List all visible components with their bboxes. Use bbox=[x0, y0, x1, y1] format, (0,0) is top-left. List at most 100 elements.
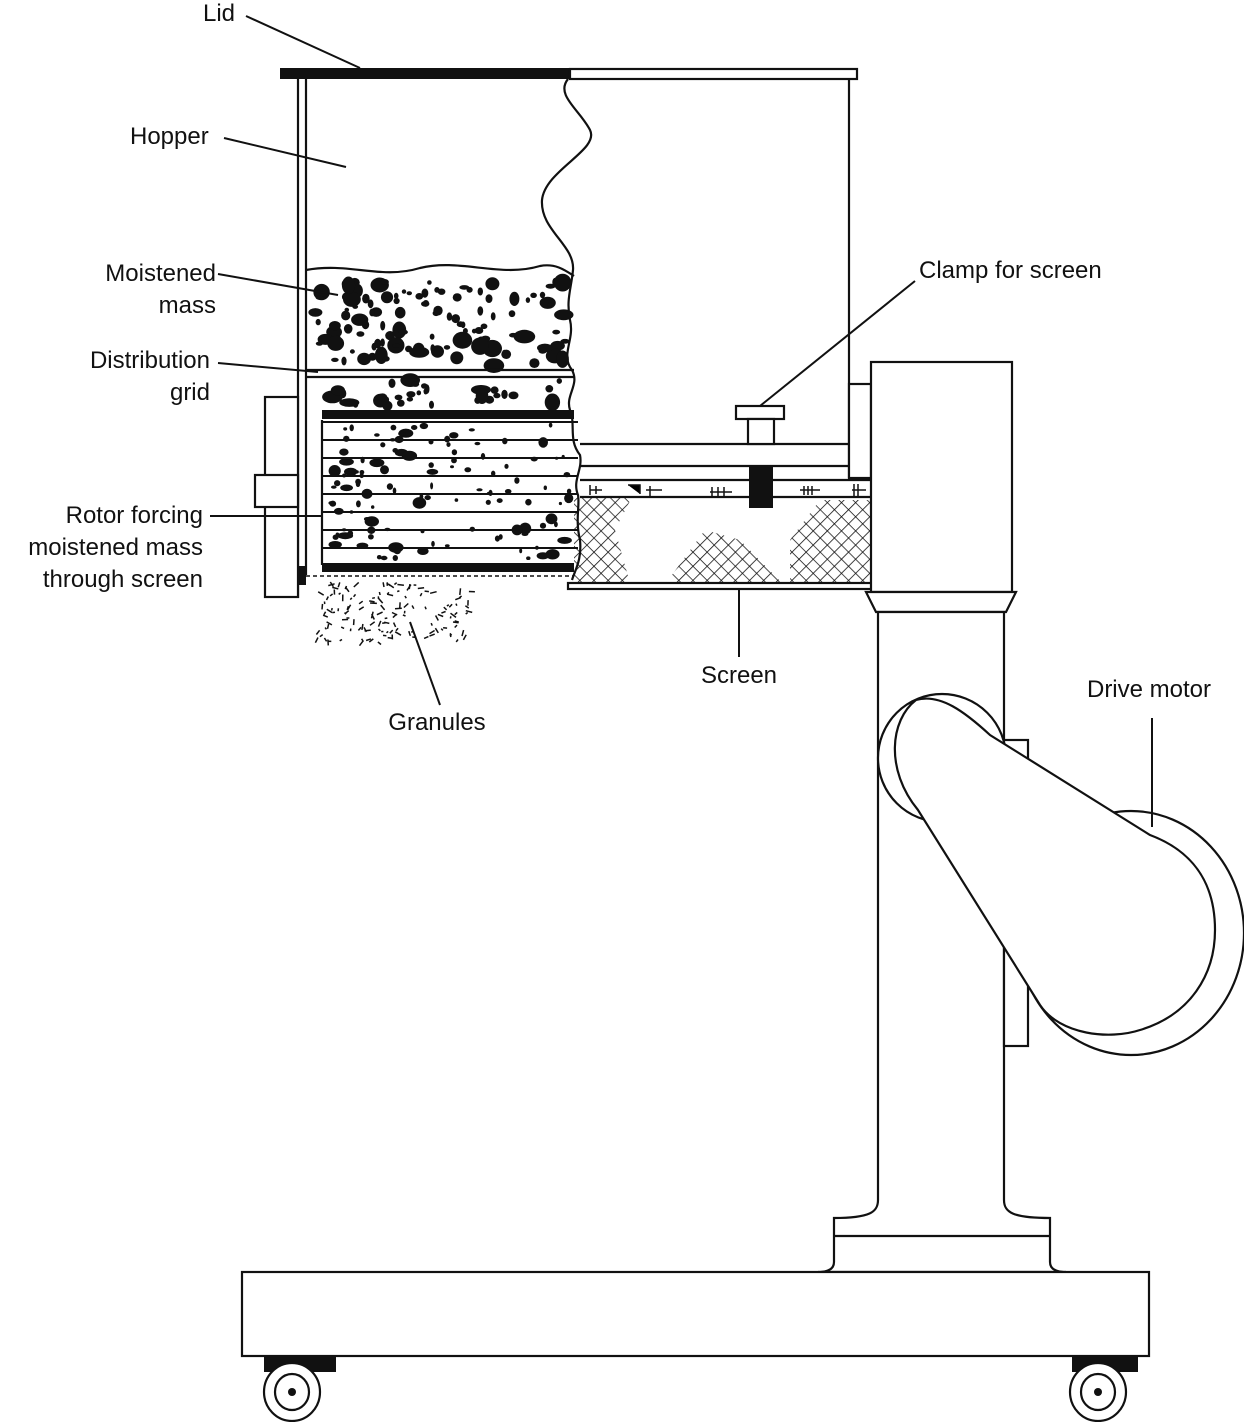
granule bbox=[395, 632, 401, 635]
granule bbox=[379, 629, 381, 631]
rotor-particle bbox=[486, 500, 491, 505]
lid-open-part bbox=[570, 69, 857, 79]
rotor-particle bbox=[340, 485, 353, 492]
granule bbox=[396, 628, 398, 631]
mass-particle bbox=[316, 342, 323, 346]
rotor-particle bbox=[505, 489, 512, 494]
mass-particle bbox=[453, 293, 462, 301]
mass-particle bbox=[389, 379, 396, 388]
rotor-particle bbox=[425, 495, 431, 500]
mass-particle bbox=[316, 296, 325, 300]
mass-particle bbox=[434, 287, 439, 293]
granule bbox=[369, 601, 374, 602]
rotor-particle bbox=[522, 533, 529, 536]
mass-particle bbox=[493, 393, 500, 398]
granule bbox=[453, 622, 459, 623]
granule bbox=[366, 639, 371, 641]
mass-particle bbox=[538, 348, 547, 354]
mass-particle bbox=[447, 312, 452, 320]
label-moistened-mass-1: Moistened bbox=[105, 260, 216, 287]
granule bbox=[441, 612, 445, 614]
rotor-particle bbox=[367, 527, 375, 534]
mass-particle bbox=[554, 274, 572, 292]
granule bbox=[465, 606, 468, 608]
granule bbox=[395, 608, 402, 609]
rotor-particle bbox=[334, 508, 344, 515]
granule bbox=[322, 604, 323, 610]
labels: Lid Hopper Moistened mass Distribution g… bbox=[28, 0, 1211, 736]
mass-particle bbox=[477, 306, 483, 315]
rotor-particle bbox=[469, 428, 475, 431]
mass-particle bbox=[501, 350, 511, 359]
granule bbox=[420, 593, 422, 596]
mass-particle bbox=[471, 338, 489, 355]
rotor-particle bbox=[369, 459, 384, 468]
granule bbox=[385, 618, 388, 619]
mass-particle bbox=[509, 292, 519, 306]
granule bbox=[404, 604, 408, 608]
screen-plate bbox=[568, 583, 877, 589]
granule bbox=[430, 634, 435, 636]
rotor-particle bbox=[429, 462, 434, 468]
mass-particle bbox=[407, 397, 413, 402]
rotor-particle bbox=[384, 528, 390, 531]
granule bbox=[379, 621, 381, 627]
mass-particle bbox=[545, 385, 553, 392]
mass-particle bbox=[415, 293, 423, 300]
rotor-particle bbox=[381, 556, 388, 560]
rotor-particle bbox=[538, 437, 548, 448]
rotor-particle bbox=[380, 442, 385, 447]
rotor-particle bbox=[402, 451, 417, 461]
granule bbox=[436, 616, 439, 621]
granule bbox=[354, 582, 359, 587]
mass-particle bbox=[339, 398, 359, 407]
granule bbox=[383, 582, 384, 587]
mass-particle bbox=[430, 334, 435, 340]
granule bbox=[388, 638, 393, 639]
rotor-particle bbox=[452, 449, 457, 455]
mass-particle bbox=[385, 397, 390, 403]
rotor-particle bbox=[374, 433, 380, 436]
granule bbox=[324, 638, 326, 641]
granule bbox=[330, 594, 333, 596]
rotor-particle bbox=[356, 500, 361, 507]
granule bbox=[370, 622, 375, 626]
rotor-particle bbox=[394, 548, 401, 554]
rotor-particle bbox=[339, 458, 354, 466]
mass-particle bbox=[417, 390, 422, 395]
mass-particle bbox=[485, 277, 499, 290]
granule bbox=[315, 638, 318, 643]
mass-particle bbox=[554, 309, 573, 320]
granule bbox=[450, 616, 451, 618]
rotor-particle bbox=[331, 486, 337, 489]
rotor-particle bbox=[512, 525, 523, 536]
granule bbox=[418, 588, 424, 589]
rotor-particle bbox=[446, 442, 450, 447]
lid-shape bbox=[280, 68, 570, 79]
mass-particle bbox=[381, 291, 393, 303]
mass-particle bbox=[357, 353, 371, 365]
rotor-particle bbox=[390, 545, 396, 550]
granule bbox=[340, 640, 342, 641]
mass-particle bbox=[407, 291, 412, 295]
rotor-particle bbox=[329, 465, 341, 477]
granule bbox=[455, 598, 461, 600]
mass-particle bbox=[331, 385, 345, 395]
rotor-particle bbox=[531, 457, 538, 462]
rotor-particle bbox=[557, 537, 572, 544]
mass-particle bbox=[509, 310, 516, 317]
rotor-particle bbox=[391, 425, 397, 431]
granule bbox=[444, 607, 447, 610]
rotor-particle bbox=[417, 547, 428, 555]
rotor-particle bbox=[519, 548, 522, 553]
granule bbox=[424, 637, 428, 639]
mass-particle bbox=[457, 321, 464, 327]
rotor-particle bbox=[360, 474, 364, 479]
rotor-particle bbox=[421, 529, 425, 533]
mass-particle bbox=[529, 358, 539, 368]
rotor-particle bbox=[470, 527, 475, 532]
granule bbox=[350, 598, 352, 600]
mass-particle bbox=[491, 386, 499, 393]
rotor-particle bbox=[377, 555, 382, 559]
